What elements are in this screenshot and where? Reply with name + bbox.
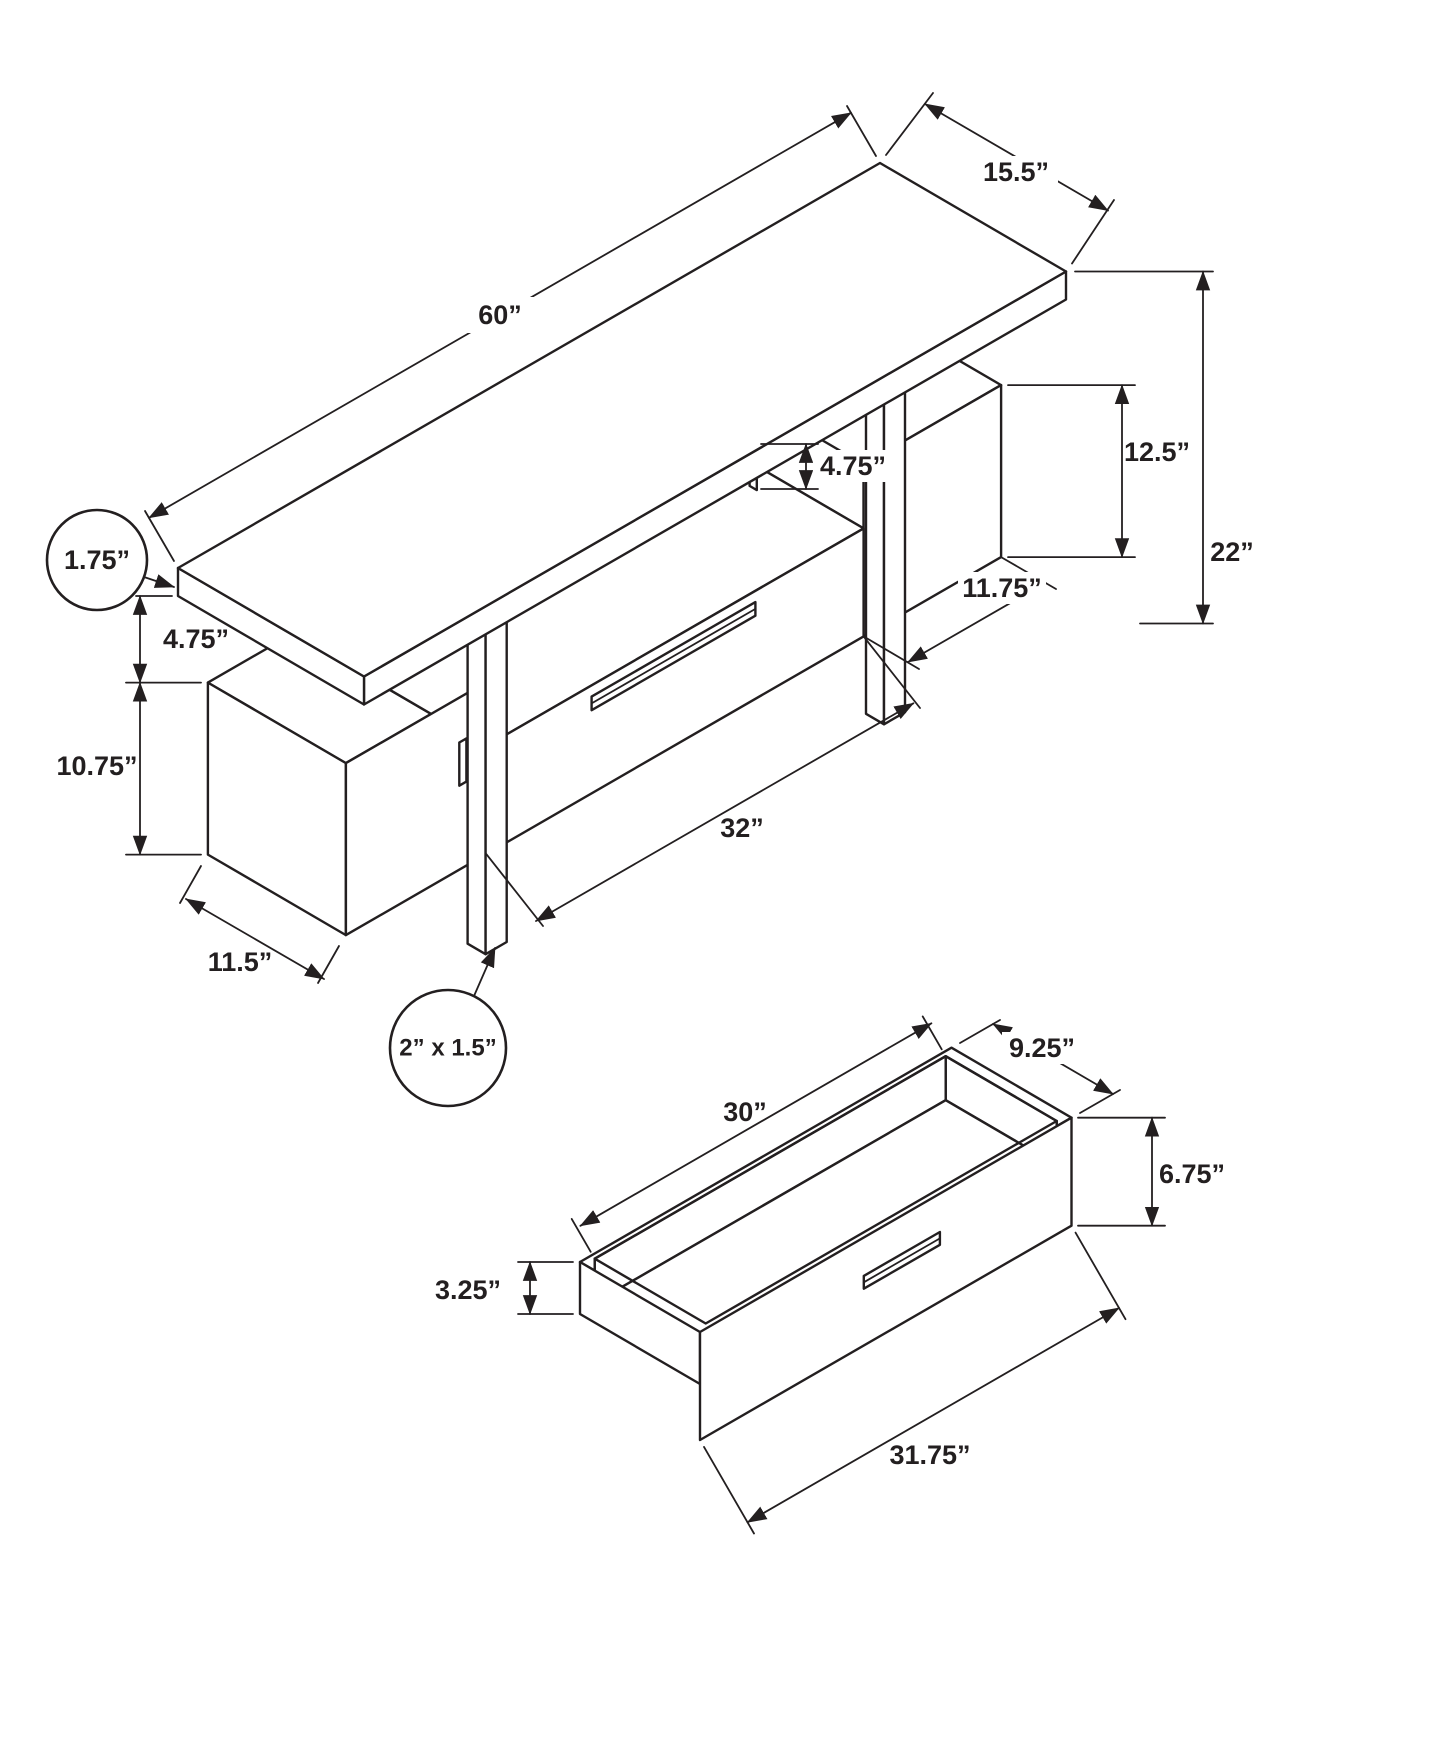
dim-top-depth: 15.5” bbox=[885, 92, 1115, 265]
label-background bbox=[958, 572, 1046, 604]
dimension-line bbox=[579, 1022, 933, 1227]
dimension-line bbox=[185, 898, 325, 980]
dim-drawer-opening-width: 32” bbox=[485, 635, 921, 927]
drawer-front-height-label: 6.75” bbox=[1159, 1159, 1225, 1189]
extension-line bbox=[862, 635, 920, 670]
drawer-side-height-label: 3.25” bbox=[435, 1275, 501, 1305]
dim-right-handle-height: 4.75” bbox=[760, 443, 893, 490]
dim-right-cabinet-height: 12.5” bbox=[1007, 384, 1190, 558]
extension-line bbox=[885, 92, 934, 156]
label-background bbox=[1002, 1032, 1082, 1064]
label-background bbox=[813, 450, 893, 482]
extension-line bbox=[1079, 1089, 1121, 1114]
label-background bbox=[974, 156, 1058, 188]
right-leg-side-face bbox=[864, 388, 886, 726]
left-leg-side-face bbox=[466, 618, 487, 956]
handle-height-label: 4.75” bbox=[820, 451, 886, 481]
top-length-label: 60” bbox=[478, 300, 522, 330]
dim-left-cabinet-height: 10.75” bbox=[56, 681, 202, 856]
dim-top-gap: 4.75” bbox=[125, 595, 229, 684]
drawer-front-handle-detail-line bbox=[862, 1237, 941, 1284]
right-leg-front-face bbox=[882, 387, 907, 726]
extension-line bbox=[846, 105, 877, 157]
overall-height-label: 22” bbox=[1210, 537, 1254, 567]
dim-drawer-inner-depth: 9.25” bbox=[959, 1019, 1121, 1114]
extension-line bbox=[921, 1015, 943, 1051]
dim-overall-height: 22” bbox=[1074, 270, 1254, 625]
dim-leg-section-callout: 2” x 1.5” bbox=[388, 947, 508, 1108]
dimension-line bbox=[535, 702, 915, 922]
leader-line bbox=[473, 947, 496, 997]
dim-drawer-inner-length: 30” bbox=[570, 1015, 943, 1253]
extension-line bbox=[179, 865, 202, 904]
dim-drawer-front-height: 6.75” bbox=[1077, 1116, 1225, 1227]
left-cabinet-depth-label: 11.5” bbox=[208, 947, 273, 977]
drawer-inner-depth-label: 9.25” bbox=[1009, 1033, 1075, 1063]
left-cabinet-height-label: 10.75” bbox=[56, 751, 137, 781]
dim-top-thickness-callout: 1.75” bbox=[45, 508, 175, 612]
left-door-handle bbox=[458, 737, 468, 787]
drawer-view bbox=[578, 1046, 1073, 1442]
label-background bbox=[458, 297, 542, 333]
extension-line bbox=[862, 635, 921, 709]
dim-drawer-outer-length: 31.75” bbox=[703, 1231, 1127, 1535]
drawer-opening-width-label: 32” bbox=[720, 813, 764, 843]
left-leg-front-face bbox=[484, 616, 508, 956]
extension-line bbox=[570, 1218, 592, 1253]
dim-right-cabinet-width: 11.75” bbox=[862, 556, 1057, 670]
leg-cross-section-label: 2” x 1.5” bbox=[399, 1035, 496, 1062]
extension-line bbox=[959, 1019, 1001, 1044]
dim-drawer-side-height: 3.25” bbox=[435, 1261, 574, 1315]
top-depth-label: 15.5” bbox=[983, 157, 1049, 187]
drawer-handle-detail-line bbox=[590, 608, 757, 705]
drawer-inner-length-label: 30” bbox=[723, 1097, 767, 1127]
top-thickness-label: 1.75” bbox=[64, 545, 130, 575]
dim-left-cabinet-depth: 11.5” bbox=[179, 865, 340, 984]
dim-top-length: 60” bbox=[144, 105, 877, 562]
right-cabinet-width-label: 11.75” bbox=[962, 573, 1042, 603]
extension-line bbox=[1074, 1231, 1127, 1321]
dimension-line bbox=[746, 1307, 1120, 1524]
leader-line bbox=[143, 574, 175, 588]
callout-circle bbox=[388, 988, 508, 1108]
drawer-outer-length-label: 31.75” bbox=[889, 1440, 970, 1470]
top-gap-label: 4.75” bbox=[163, 624, 229, 654]
callout-circle bbox=[45, 508, 149, 612]
extension-line bbox=[703, 1446, 755, 1535]
extension-line bbox=[485, 853, 544, 927]
tv-stand-view bbox=[176, 161, 1068, 956]
extension-line bbox=[144, 510, 175, 562]
right-cabinet-height-label: 12.5” bbox=[1124, 437, 1190, 467]
